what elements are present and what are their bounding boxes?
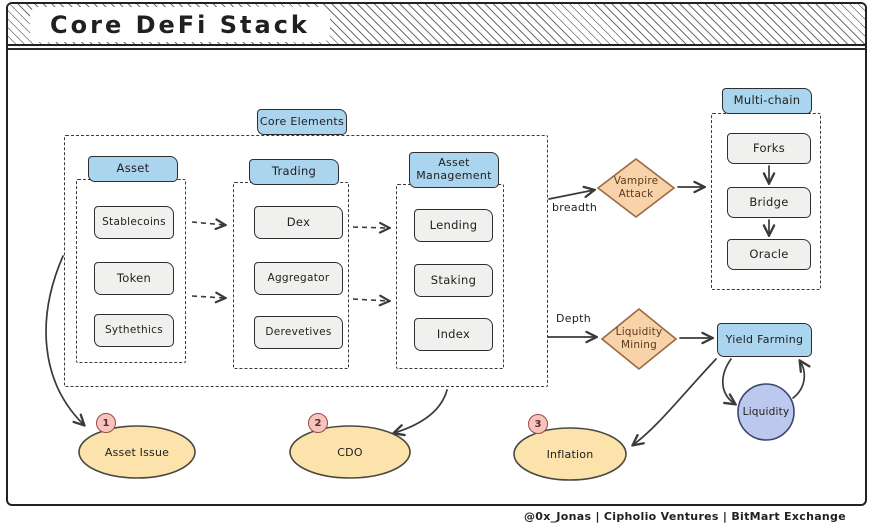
column-header-multichain: Multi-chain — [722, 88, 812, 114]
outcome-badge-1: 1 — [96, 413, 116, 433]
node-oracle: Oracle — [727, 239, 811, 270]
column-header-asset: Asset — [88, 156, 178, 182]
column-header-asset-management: Asset Management — [409, 152, 499, 188]
depth-edge-label: Depth — [556, 312, 592, 325]
node-sythethics: Sythethics — [94, 314, 174, 347]
cdo-label: CDO — [337, 446, 363, 459]
node-bridge: Bridge — [727, 187, 811, 218]
node-token: Token — [94, 262, 174, 295]
column-header-trading: Trading — [249, 159, 339, 185]
node-forks: Forks — [727, 133, 811, 164]
outcome-badge-2: 2 — [308, 413, 328, 433]
node-dex: Dex — [254, 206, 343, 239]
outcome-badge-3: 3 — [528, 414, 548, 434]
node-aggregator: Aggregator — [254, 262, 343, 295]
core-elements-label: Core Elements — [257, 109, 347, 135]
footer-credit: @0x_Jonas | Cipholio Ventures | BitMart … — [523, 510, 846, 523]
node-index: Index — [414, 318, 493, 351]
node-lending: Lending — [414, 209, 493, 242]
liquidity-label: Liquidity — [742, 406, 790, 418]
page-title: Core DeFi Stack — [30, 7, 330, 42]
node-stablecoins: Stablecoins — [94, 206, 174, 239]
title-bar: Core DeFi Stack — [8, 4, 865, 50]
inflation-label: Inflation — [546, 448, 594, 461]
node-yield-farming: Yield Farming — [717, 323, 812, 357]
node-staking: Staking — [414, 264, 493, 297]
liquidity-mining-label: Liquidity Mining — [615, 326, 663, 351]
breadth-edge-label: breadth — [552, 201, 598, 214]
asset-issue-label: Asset Issue — [104, 446, 170, 459]
vampire-attack-label: Vampire Attack — [613, 175, 659, 200]
node-derevetives: Derevetives — [254, 316, 343, 349]
